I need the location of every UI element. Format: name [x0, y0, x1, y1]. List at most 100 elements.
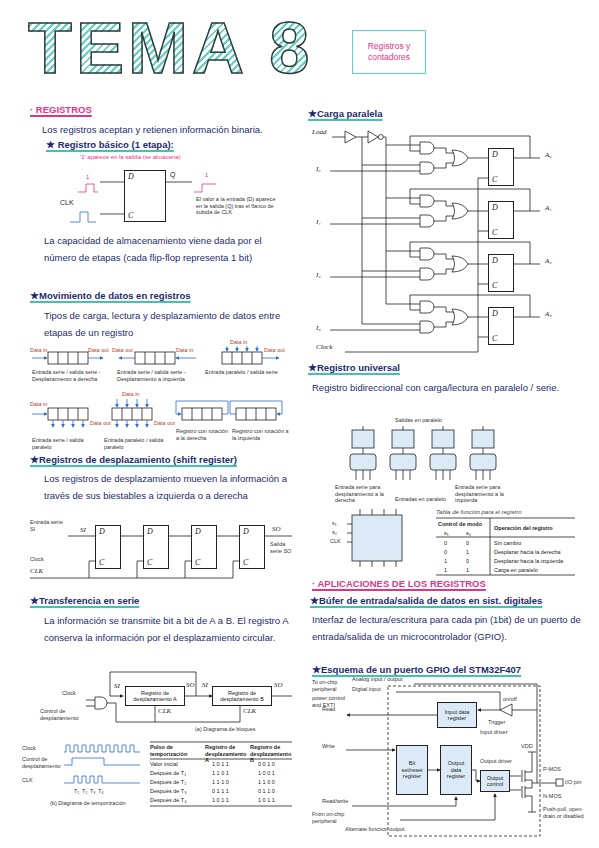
node-text: Registro de desplazamiento B [215, 690, 269, 703]
body-text: La capacidad de almacenamiento viene dad… [44, 232, 296, 266]
signal-name: To on-chip peripheral [312, 679, 350, 692]
data-label: Data out [154, 420, 180, 427]
universal-register-figure [347, 524, 352, 542]
table-cell: 0 [466, 540, 474, 547]
signal-name: Digital input [352, 686, 394, 693]
table-cell: 1 0 1 1 [258, 797, 298, 804]
control-box: Output control [480, 770, 510, 792]
flip-flop-box: DC [143, 525, 169, 569]
signal-name: I₃ [316, 324, 328, 332]
subheading: ★Movimiento de datos en registros [30, 290, 250, 302]
table-header: Control de modo [438, 521, 488, 528]
data-label: Data out [264, 347, 290, 354]
signal-name: CLK [158, 707, 178, 715]
register-movement-figures [48, 408, 88, 420]
transfer-block-wires [86, 672, 292, 722]
figure-caption: Entrada paralelo / salida paralelo [104, 437, 172, 450]
signal-name: Write [322, 743, 344, 750]
connector [185, 696, 212, 697]
table-header: Operación del registro [494, 525, 574, 532]
gpio-schematic [512, 710, 537, 711]
figure-note: Entradas en paralelo [395, 496, 457, 503]
signal-name: I₂ [316, 271, 328, 279]
register-movement-figures [32, 346, 282, 427]
node-text: D [492, 256, 510, 265]
figure-caption: Entrada serie / salida paralelo [32, 437, 102, 450]
parallel-load-wires [330, 131, 540, 352]
register-box: Input data register [437, 702, 477, 728]
node-text: C [243, 558, 261, 567]
figure-caption: (b) Diagrama de temporización [50, 800, 145, 807]
universal-register-figure [363, 448, 483, 454]
node-text: D [99, 527, 117, 536]
body-text: La información se transmite bit a bit de… [44, 612, 294, 646]
node-text: D [195, 527, 213, 536]
signal-name: Read [322, 706, 344, 713]
node-text: C [492, 228, 510, 237]
table-cell: Carga en paralelo [494, 567, 574, 574]
gpio-schematic [500, 704, 512, 716]
section-heading: · REGISTROS [30, 104, 160, 116]
register-box: Registro de desplazamiento B [212, 686, 272, 706]
universal-register-figure [360, 509, 396, 567]
figure-note: Entrada serie para desplazamiento a la d… [335, 484, 390, 504]
flip-flop-box: DC [488, 201, 514, 239]
universal-register-figure [352, 430, 374, 448]
table-header: Registro de desplazamiento B [250, 744, 295, 764]
table-cell: 1 1 1 0 [212, 779, 252, 786]
signal-name: Clock [22, 745, 62, 752]
flip-flop-box: DC [239, 525, 265, 569]
subheading: ★Registro universal [308, 362, 458, 374]
pin-name: CLK [330, 538, 346, 545]
register-movement-figures [176, 358, 196, 359]
gpio-schematic [346, 684, 563, 836]
register-movement-figures [257, 346, 258, 351]
table-header: Pulso de temporización [150, 744, 205, 757]
table-cell: Después de T₃ [150, 788, 210, 795]
node-text: Output control [483, 775, 507, 788]
part-name: on/off [503, 696, 523, 703]
data-label: Data out [90, 420, 116, 427]
node-text: C [147, 558, 165, 567]
register-movement-figures [246, 408, 266, 420]
figure-caption: Entrada serie / salida serie - Desplazam… [117, 369, 197, 382]
connector [428, 770, 440, 771]
register-movement-figures [112, 408, 152, 420]
body-text: Tipos de carga, lectura y desplazamiento… [44, 307, 294, 341]
table-cell: 0 [444, 540, 452, 547]
signal-name: Control de desplazamiento [40, 708, 84, 721]
table-cell: Sin cambio [494, 540, 574, 547]
signal-name: Alternate function output [345, 826, 405, 833]
time-mark: T₂ [82, 788, 90, 795]
parallel-load-wires [420, 162, 434, 174]
universal-register-figure [350, 454, 376, 470]
signal-name: Salida serie SO [270, 541, 296, 554]
signal-name: CLK [22, 777, 62, 784]
table-cell: Valor inicial [150, 761, 210, 768]
table-cell: 1 [466, 549, 474, 556]
data-label: Data in [176, 347, 200, 354]
register-movement-figures [127, 399, 128, 407]
signal-name: CLK [243, 707, 263, 715]
node-text: Bit set/reset register [399, 760, 425, 780]
parallel-load-wires [345, 178, 478, 352]
node-text: C [195, 558, 213, 567]
register-movement-figures [117, 399, 118, 407]
register-movement-figures [137, 420, 138, 427]
node-text: Output data register [443, 760, 469, 780]
node-text: Registros y contadores [356, 41, 422, 63]
register-movement-figures [147, 420, 148, 427]
signal-name: SO [186, 681, 196, 689]
universal-register-figure [352, 515, 402, 561]
signal-name: SO [272, 525, 286, 533]
pin-name: I/O pin [565, 779, 595, 786]
universal-register-figure [472, 430, 494, 448]
universal-register-figure [436, 518, 575, 575]
register-movement-figures [32, 414, 47, 415]
register-movement-figures [147, 399, 148, 407]
register-movement-figures [32, 358, 47, 359]
parallel-load-wires [434, 148, 488, 168]
part-name: Push-pull, open-drain or disabled [543, 806, 591, 819]
register-movement-figures [262, 358, 279, 359]
data-label: Data in [230, 339, 254, 346]
